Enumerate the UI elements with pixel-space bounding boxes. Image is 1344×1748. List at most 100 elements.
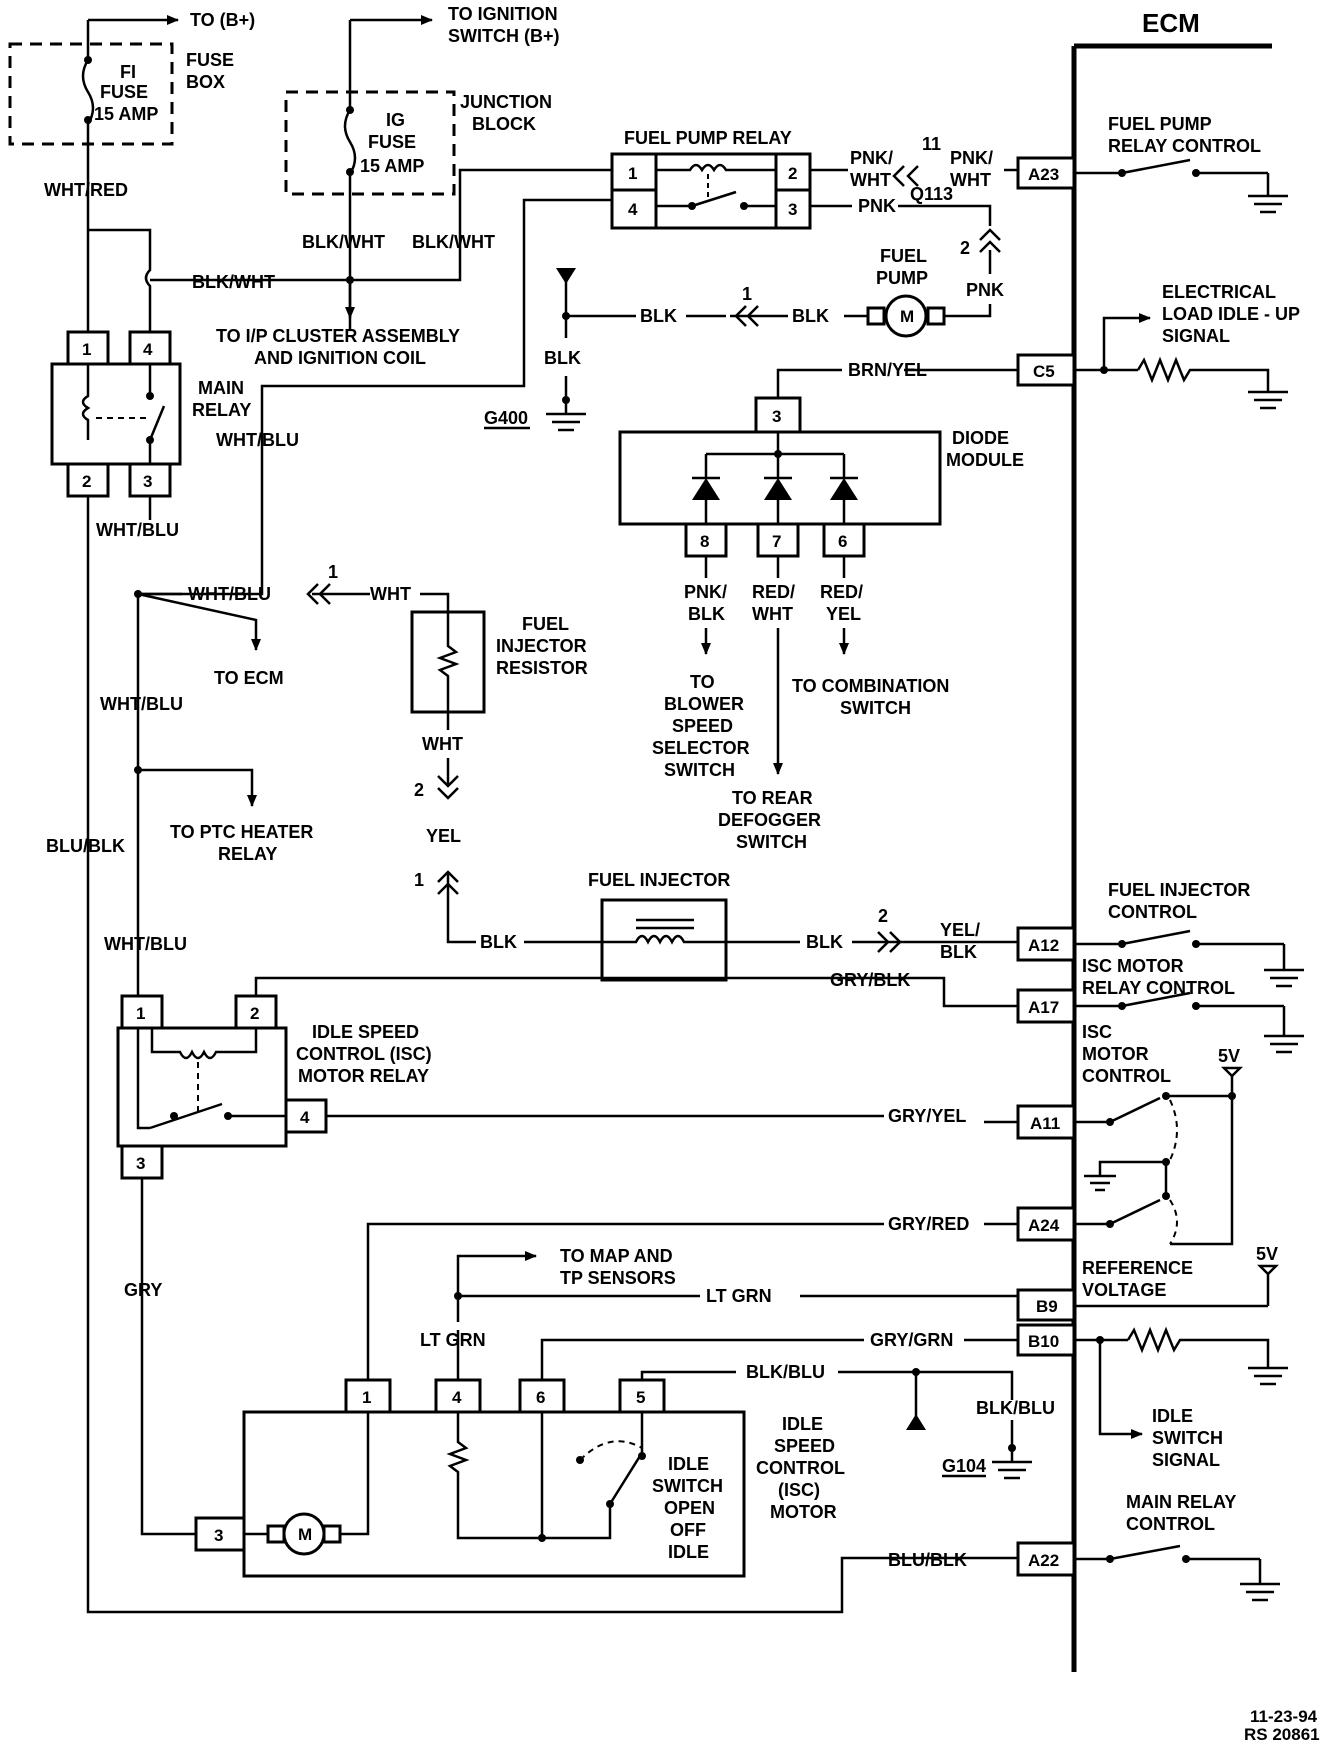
fi-resistor-title-3: RESISTOR — [496, 658, 588, 678]
to-blower-1: TO — [690, 672, 715, 692]
to-map-1: TO MAP AND — [560, 1246, 673, 1266]
isc-motor-title-2: SPEED — [774, 1436, 835, 1456]
to-ecm: TO ECM — [214, 668, 284, 688]
fi-resistor-title-1: FUEL — [522, 614, 569, 634]
to-combination-1: TO COMBINATION — [792, 676, 949, 696]
fuse-box-label-2: BOX — [186, 72, 225, 92]
wire-wht-blu-c: WHT/BLU — [188, 584, 271, 604]
wire-blk-blu-a: BLK/BLU — [746, 1362, 825, 1382]
wire-wht-blu-a: WHT/BLU — [96, 520, 179, 540]
label-fuel-injector-control-2: CONTROL — [1108, 902, 1197, 922]
label-isc-motor-control-3: CONTROL — [1082, 1066, 1171, 1086]
wire-blk-fp-b: BLK — [640, 306, 677, 326]
isc-motor-title-4: (ISC) — [778, 1480, 820, 1500]
wire-blk-fp-a: BLK — [792, 306, 829, 326]
wire-gry: GRY — [124, 1280, 162, 1300]
diode-module: BRN/YEL 3 DIODE MODULE 8 7 6 PNK/ BLK RE… — [618, 360, 1024, 852]
ig-fuse-line-3: 15 AMP — [360, 156, 424, 176]
fuel-pump-title-2: PUMP — [876, 268, 928, 288]
fpr-pin-1: 1 — [628, 164, 637, 183]
diode-module-title-1: DIODE — [952, 428, 1009, 448]
wire-pnk-wht-a2: WHT — [850, 170, 891, 190]
label-electrical-load-1: ELECTRICAL — [1162, 282, 1276, 302]
terminal-b10: B10 — [1028, 1332, 1059, 1351]
terminal-a24: A24 — [1028, 1216, 1060, 1235]
label-isc-motor-control-2: MOTOR — [1082, 1044, 1149, 1064]
wire-brn-yel: BRN/YEL — [848, 360, 927, 380]
isc-pin-6: 6 — [536, 1388, 545, 1407]
isc-motor-title-5: MOTOR — [770, 1502, 837, 1522]
conn-2-pnk: 2 — [960, 238, 970, 258]
wire-yel: YEL — [426, 826, 461, 846]
isc-pin-3: 3 — [214, 1526, 223, 1545]
fi-fuse-line-2: FUSE — [100, 82, 148, 102]
to-defogger-1: TO REAR — [732, 788, 813, 808]
wire-blk-fi-a: BLK — [480, 932, 517, 952]
wire-blk-wht-a: BLK/WHT — [302, 232, 385, 252]
ground-g104: G104 — [942, 1456, 986, 1476]
main-relay-pin-3: 3 — [143, 472, 152, 491]
ig-to-ignition-2: SWITCH (B+) — [448, 26, 560, 46]
label-isc-motor-relay-control-2: RELAY CONTROL — [1082, 978, 1235, 998]
isc-motor-title-1: IDLE — [782, 1414, 823, 1434]
label-electrical-load-3: SIGNAL — [1162, 326, 1230, 346]
isc-relay-pin-3: 3 — [136, 1154, 145, 1173]
terminal-a22: A22 — [1028, 1551, 1059, 1570]
fuel-pump-relay-title: FUEL PUMP RELAY — [624, 128, 792, 148]
diode-pin-3: 3 — [772, 407, 781, 426]
fuel-pump-relay: FUEL PUMP RELAY 1 2 4 3 — [610, 128, 812, 230]
fi-to-bplus: TO (B+) — [190, 10, 255, 30]
terminal-b9: B9 — [1036, 1297, 1058, 1316]
main-relay-pin-4: 4 — [143, 340, 153, 359]
ig-fuse-line-2: FUSE — [368, 132, 416, 152]
isc-switch-2: SWITCH — [652, 1476, 723, 1496]
wire-wht-b: WHT — [422, 734, 463, 754]
isc-relay-title-3: MOTOR RELAY — [298, 1066, 429, 1086]
label-idle-switch-signal-3: SIGNAL — [1152, 1450, 1220, 1470]
ecm-title: ECM — [1142, 8, 1200, 38]
fi-resistor-conn-1: 1 — [328, 562, 338, 582]
footer-code: RS 20861 — [1244, 1725, 1320, 1744]
isc-switch-3: OPEN — [664, 1498, 715, 1518]
wire-blk-fi-b: BLK — [806, 932, 843, 952]
to-blower-5: SWITCH — [664, 760, 735, 780]
wire-pnk-blk-1: PNK/ — [684, 582, 727, 602]
wire-wht-blu-b: WHT/BLU — [216, 430, 299, 450]
isc-motor-relay: 1 2 GRY/BLK 4 GRY/YEL 3 IDLE SPEED CONTR… — [116, 940, 1018, 1536]
main-relay-title-1: MAIN — [198, 378, 244, 398]
terminal-a17: A17 — [1028, 998, 1059, 1017]
main-relay-feed-wires — [86, 168, 612, 332]
to-ptc-1: TO PTC HEATER — [170, 822, 313, 842]
isc-pin-1: 1 — [362, 1388, 371, 1407]
isc-pin-4: 4 — [452, 1388, 462, 1407]
to-blower-4: SELECTOR — [652, 738, 750, 758]
diode-pin-7: 7 — [772, 532, 781, 551]
wire-lt-grn-b: LT GRN — [706, 1286, 772, 1306]
to-blower-2: BLOWER — [664, 694, 744, 714]
label-electrical-load-2: LOAD IDLE - UP — [1162, 304, 1300, 324]
main-relay: 1 4 2 3 MAIN RELAY — [50, 330, 251, 498]
isc-switch-5: IDLE — [668, 1542, 709, 1562]
fi-fuse: TO (B+) FI FUSE 15 AMP FUSE BOX WHT/RED — [8, 10, 255, 230]
isc-pin-5: 5 — [636, 1388, 645, 1407]
wire-gry-blk: GRY/BLK — [830, 970, 910, 990]
label-main-relay-control-2: CONTROL — [1126, 1514, 1215, 1534]
wire-blk-g400: BLK — [544, 348, 581, 368]
fuel-pump-motor-m: M — [900, 307, 914, 326]
fpr-pin-3: 3 — [788, 200, 797, 219]
junction-block-label-2: BLOCK — [472, 114, 536, 134]
to-defogger-2: DEFOGGER — [718, 810, 821, 830]
label-isc-motor-relay-control-1: ISC MOTOR — [1082, 956, 1184, 976]
conn-11: 11 — [922, 134, 941, 154]
label-reference-voltage-1: REFERENCE — [1082, 1258, 1193, 1278]
label-5v-a: 5V — [1218, 1046, 1240, 1066]
footer-date: 11-23-94 — [1250, 1707, 1318, 1726]
wire-red-wht-2: WHT — [752, 604, 793, 624]
wire-red-yel-2: YEL — [826, 604, 861, 624]
main-relay-title-2: RELAY — [192, 400, 251, 420]
wire-gry-grn: GRY/GRN — [870, 1330, 953, 1350]
wire-lt-grn-a: LT GRN — [420, 1330, 486, 1350]
isc-motor-m: M — [298, 1525, 312, 1544]
wire-gry-yel: GRY/YEL — [888, 1106, 966, 1126]
